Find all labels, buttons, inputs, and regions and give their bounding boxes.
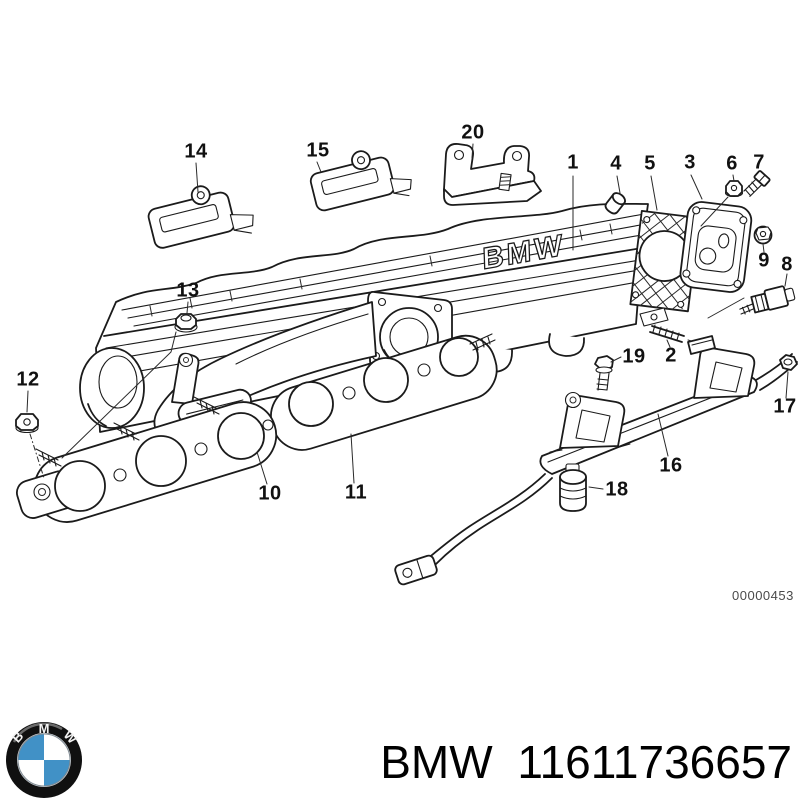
callout-11: 11	[344, 481, 368, 504]
nut-9	[753, 225, 773, 245]
logo-letter-m: M	[39, 721, 50, 736]
flange-rail-11	[270, 333, 498, 451]
temperature-sensor-8	[739, 285, 796, 315]
callout-6: 6	[726, 152, 738, 175]
diagram-serial: 00000453	[732, 588, 794, 603]
logo-quadrant-bottom-right	[44, 760, 70, 786]
leader-lines	[26, 143, 789, 490]
callout-2: 2	[665, 344, 677, 367]
stud-2	[639, 307, 729, 353]
callout-14: 14	[184, 140, 208, 163]
support-bracket-20	[443, 143, 542, 206]
callout-17: 17	[773, 395, 797, 418]
callout-12: 12	[16, 368, 40, 391]
callout-8: 8	[781, 253, 793, 276]
logo-quadrant-top-left	[18, 734, 44, 760]
callout-19: 19	[622, 345, 646, 368]
connector-18	[559, 463, 587, 512]
bmw-roundel-logo: B M W	[2, 718, 86, 800]
bolt-7	[743, 170, 771, 197]
logo-quadrant-bottom-left	[18, 760, 44, 786]
callout-13: 13	[176, 279, 200, 302]
flange-rail-10	[16, 396, 278, 523]
part-number-text: 11611736657	[517, 736, 792, 788]
brand-text: BMW	[380, 736, 493, 788]
callout-3: 3	[684, 151, 696, 174]
clamp-bracket-14	[147, 185, 254, 249]
nut-13	[174, 313, 198, 333]
nut-6	[724, 180, 744, 198]
bushing-4	[604, 192, 626, 215]
callout-20: 20	[461, 121, 485, 144]
callout-5: 5	[644, 152, 656, 175]
callout-10: 10	[258, 482, 282, 505]
callout-15: 15	[306, 139, 330, 162]
clamp-bracket-15	[309, 150, 412, 212]
nut-17	[779, 354, 798, 371]
nut-12	[15, 413, 39, 434]
callout-9: 9	[758, 249, 770, 272]
callout-4: 4	[610, 152, 622, 175]
harness-tube-16	[394, 335, 798, 586]
callout-1: 1	[567, 151, 579, 174]
callout-16: 16	[659, 454, 683, 477]
bolt-19	[594, 355, 614, 391]
callout-7: 7	[753, 151, 765, 174]
logo-quadrant-top-right	[44, 734, 70, 760]
intake-manifold-diagram: BMW	[15, 143, 798, 586]
part-number-caption: BMW 11611736657	[380, 735, 792, 789]
callout-18: 18	[605, 478, 629, 501]
cover-plate-3	[679, 201, 753, 293]
